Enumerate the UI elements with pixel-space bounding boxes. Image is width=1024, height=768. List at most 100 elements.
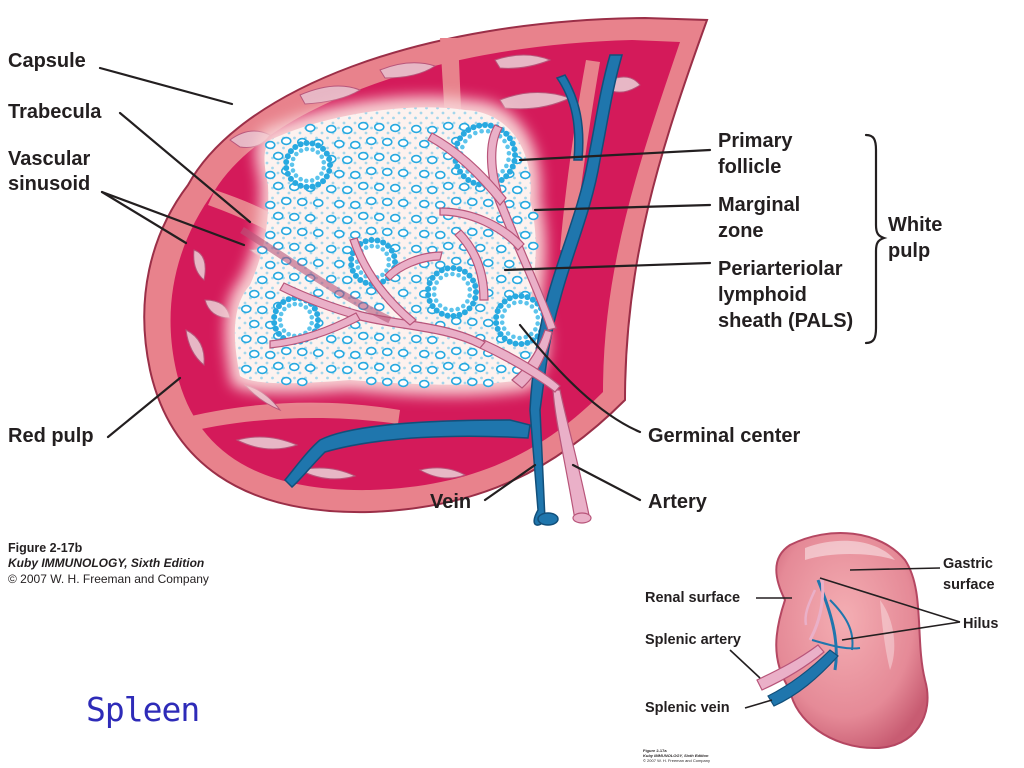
label-marginal-zone-2: zone — [718, 220, 764, 242]
lymphocyte — [474, 363, 486, 373]
lymphocyte — [325, 184, 337, 194]
lymphocyte — [312, 258, 324, 268]
lymphocyte — [418, 139, 430, 149]
label-vascular-sinusoid-1: Vascular — [8, 148, 91, 170]
lymphocyte — [381, 137, 393, 147]
label-white-pulp-1: White — [888, 214, 942, 236]
lymphocyte — [256, 335, 268, 345]
lymphocyte — [333, 169, 345, 179]
lymphocyte — [272, 181, 284, 191]
lymphocyte — [389, 183, 401, 193]
lymphocyte — [426, 155, 438, 165]
lymphocyte — [333, 349, 345, 359]
lymphocyte — [466, 227, 478, 237]
lymphocyte — [373, 212, 385, 222]
lymphocyte — [264, 350, 276, 360]
lymphocyte — [304, 123, 316, 133]
lymphocyte — [450, 316, 462, 326]
lymphocyte — [341, 125, 353, 135]
main-caption-book: Kuby IMMUNOLOGY, Sixth Edition — [8, 556, 205, 570]
lymphocyte — [248, 349, 260, 359]
lymphocyte — [296, 347, 308, 357]
lymphocyte — [325, 334, 337, 344]
label-trabecula: Trabecula — [8, 101, 102, 123]
lymphocyte — [442, 361, 454, 371]
lymphocyte — [482, 258, 494, 268]
label-splenic-vein: Splenic vein — [645, 700, 730, 716]
lymphocyte — [482, 198, 494, 208]
lymphocyte — [410, 154, 422, 164]
lymphocyte — [410, 214, 422, 224]
lymphocyte — [280, 196, 292, 206]
lymphocyte — [357, 181, 369, 191]
lymphocyte — [482, 378, 494, 388]
lymphocyte — [296, 227, 308, 237]
lymphocyte — [410, 244, 422, 254]
lymphocyte — [365, 226, 377, 236]
lymphocyte — [389, 153, 401, 163]
lymphocyte — [381, 197, 393, 207]
lymphocyte — [312, 288, 324, 298]
lymphocyte — [434, 200, 446, 210]
label-pals-3: sheath (PALS) — [718, 310, 853, 332]
lymphocyte — [304, 213, 316, 223]
lymphocyte — [341, 335, 353, 345]
lymphocyte — [280, 376, 292, 386]
lymphocyte — [325, 364, 337, 374]
label-hilus: Hilus — [963, 616, 998, 632]
lymphocyte — [240, 304, 252, 314]
lymphocyte — [397, 168, 409, 178]
inset-labels: Gastric surface Renal surface Hilus Sple… — [645, 556, 998, 716]
lymphocyte — [442, 181, 454, 191]
lymphocyte — [474, 303, 486, 313]
label-primary-follicle-1: Primary — [718, 130, 793, 152]
lymphocyte — [527, 241, 539, 251]
main-caption-copyright: © 2007 W. H. Freeman and Company — [8, 572, 209, 586]
lymphocyte — [450, 376, 462, 386]
lymphocyte — [365, 136, 377, 146]
lymphocyte — [365, 286, 377, 296]
lymphocyte — [341, 365, 353, 375]
lymphocyte — [288, 362, 300, 372]
lymphocyte — [325, 214, 337, 224]
lymphocyte — [341, 245, 353, 255]
lymphocyte — [426, 335, 438, 345]
lymphocyte — [312, 198, 324, 208]
follicle — [271, 295, 321, 345]
lymphocyte — [304, 243, 316, 253]
lymphocyte — [442, 241, 454, 251]
lymphocyte — [434, 230, 446, 240]
lymphocyte — [296, 197, 308, 207]
lymphocyte — [527, 211, 539, 221]
lymphocyte — [272, 271, 284, 281]
lymphocyte — [434, 350, 446, 360]
lymphocyte — [495, 244, 507, 254]
label-red-pulp: Red pulp — [8, 425, 94, 447]
lymphocyte — [341, 185, 353, 195]
lymphocyte — [312, 348, 324, 358]
lymphocyte — [410, 124, 422, 134]
main-caption-title: Figure 2-17b — [8, 541, 83, 555]
lymphocyte — [482, 318, 494, 328]
lymphocyte — [381, 377, 393, 387]
lymphocyte — [240, 364, 252, 374]
lymphocyte — [450, 346, 462, 356]
lymphocyte — [389, 213, 401, 223]
lymphocyte — [357, 361, 369, 371]
lymphocyte — [272, 151, 284, 161]
lymphocyte — [418, 229, 430, 239]
inset-leader-lines — [729, 567, 961, 709]
lymphocyte — [325, 124, 337, 134]
label-primary-follicle-2: follicle — [718, 156, 781, 178]
lymphocyte — [482, 228, 494, 238]
label-vein: Vein — [430, 491, 471, 513]
lymphocyte — [349, 350, 361, 360]
lymphocyte — [434, 260, 446, 270]
splenic-artery-vessel — [756, 644, 825, 691]
lymphocyte — [264, 260, 276, 270]
lymphocyte — [495, 274, 507, 284]
lymphocyte — [511, 275, 523, 285]
lymphocyte — [349, 230, 361, 240]
inset-caption-copyright: © 2007 W. H. Freeman and Company — [643, 758, 710, 763]
lymphocyte — [288, 242, 300, 252]
